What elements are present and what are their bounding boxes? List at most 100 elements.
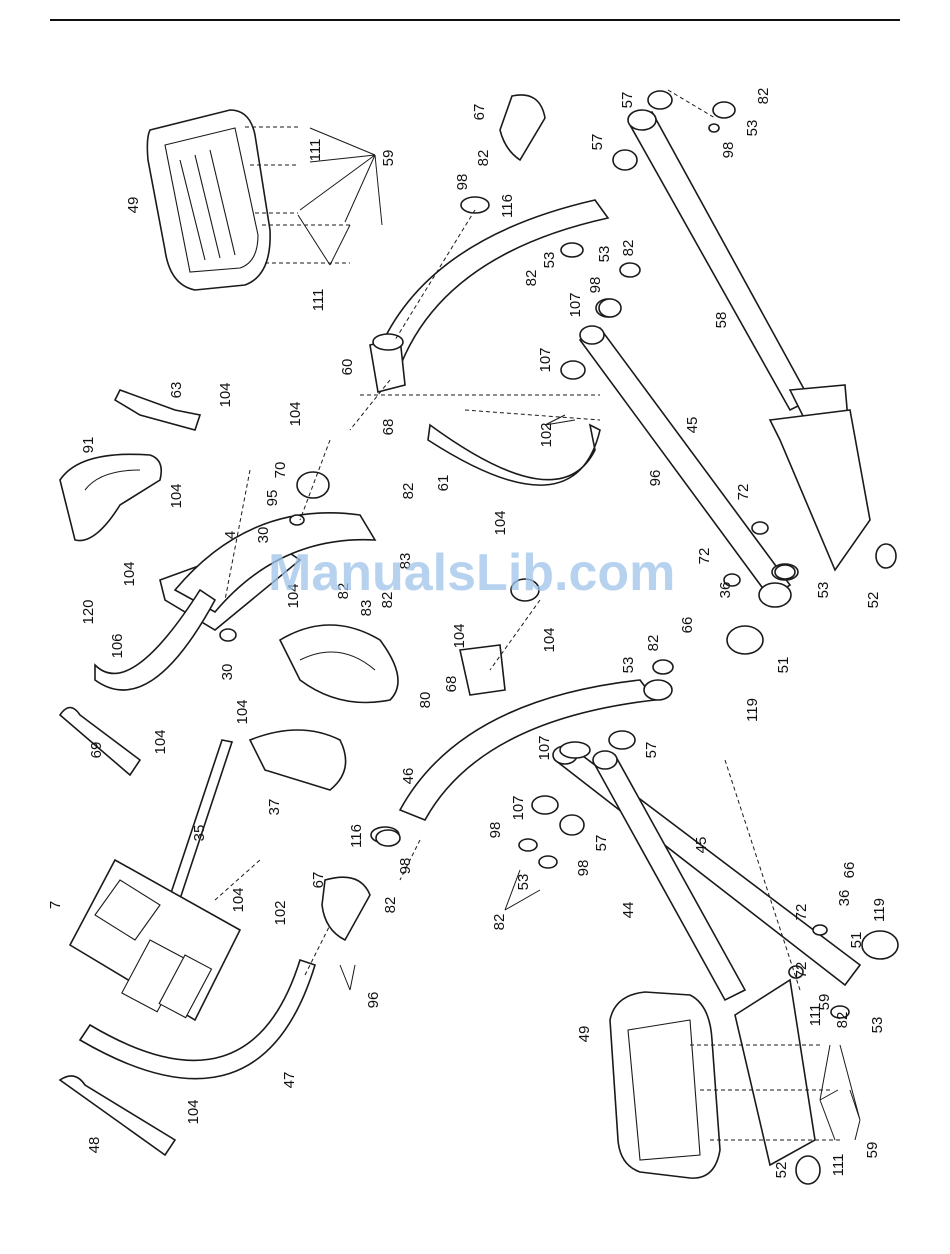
part-callout: 37	[266, 799, 283, 816]
part-callout: 98	[454, 174, 471, 191]
part-callout: 30	[255, 527, 272, 544]
part-callout: 63	[168, 382, 185, 399]
part-callout: 44	[620, 902, 637, 919]
part-callout: 80	[417, 692, 434, 709]
part-callout: 120	[80, 599, 97, 624]
part-callout: 66	[679, 617, 696, 634]
part-callout: 116	[499, 194, 516, 218]
part-callout: 57	[589, 134, 606, 151]
pedal-49-top	[146, 109, 350, 291]
part-callout: 47	[281, 1072, 298, 1089]
part-callout: 107	[510, 795, 527, 820]
part-callout: 107	[567, 292, 584, 317]
part-callout: 104	[285, 583, 302, 608]
part-callout: 98	[720, 142, 737, 159]
part-callout: 30	[219, 664, 236, 681]
part-callout: 82	[400, 483, 417, 500]
part-callout: 57	[643, 742, 660, 759]
part-callout: 70	[272, 462, 289, 479]
part-callout: 104	[185, 1099, 202, 1124]
part-callout: 104	[287, 401, 304, 426]
part-callout: 36	[717, 582, 734, 599]
part-callout: 119	[744, 698, 761, 722]
part-callout: 53	[815, 582, 832, 599]
part-callout: 116	[348, 824, 365, 848]
part-callout: 59	[864, 1142, 881, 1159]
part-callout: 82	[620, 240, 637, 257]
part-callout: 82	[382, 897, 399, 914]
part-callout: 53	[541, 252, 558, 269]
part-callout: 111	[307, 139, 324, 162]
part-callout: 104	[451, 623, 468, 648]
part-callout: 91	[80, 437, 97, 454]
part-callout: 107	[536, 735, 553, 760]
part-callout: 72	[735, 484, 752, 501]
part-callout: 4	[222, 531, 239, 539]
part-callout: 72	[793, 904, 810, 921]
part-callout: 53	[596, 246, 613, 263]
part-callout: 82	[645, 635, 662, 652]
part-callout: 59	[816, 994, 833, 1011]
frame-58	[627, 89, 871, 572]
mast-35	[166, 739, 234, 906]
part-callout: 104	[168, 483, 185, 508]
part-callout: 48	[86, 1137, 103, 1154]
pedal-49-bottom	[609, 978, 840, 1179]
part-callout: 53	[515, 874, 532, 891]
part-callout: 83	[358, 600, 375, 617]
part-callout: 102	[538, 422, 555, 447]
part-callout: 98	[587, 277, 604, 294]
part-callout: 68	[443, 676, 460, 693]
part-callout: 104	[230, 887, 247, 912]
part-callout: 36	[836, 890, 853, 907]
part-callout: 53	[620, 657, 637, 674]
link-45-44-lower	[531, 730, 899, 1002]
part-callout: 69	[88, 742, 105, 759]
part-callout: 59	[380, 150, 397, 167]
part-callout: 52	[865, 592, 882, 609]
part-callout: 96	[647, 470, 664, 487]
part-callout: 49	[125, 197, 142, 214]
part-callout: 107	[537, 347, 554, 372]
part-callout: 82	[834, 1012, 851, 1029]
handle-69	[58, 706, 142, 777]
part-callout: 67	[471, 104, 488, 121]
assembly-lines	[214, 379, 801, 991]
part-callout: 104	[541, 627, 558, 652]
part-callout: 104	[217, 382, 234, 407]
hardware-parts	[219, 90, 897, 1185]
part-callout: 67	[310, 872, 327, 889]
part-callout: 104	[121, 561, 138, 586]
part-callout: 53	[869, 1017, 886, 1034]
part-callout: 57	[593, 835, 610, 852]
part-callout: 82	[491, 914, 508, 931]
part-callout: 98	[487, 822, 504, 839]
shroud-group	[59, 389, 377, 691]
part-callout: 111	[830, 1154, 847, 1177]
part-callout: 51	[848, 932, 865, 949]
upright-47	[58, 958, 316, 1157]
part-callout: 106	[109, 633, 126, 658]
part-callout: 104	[492, 510, 509, 535]
part-callout: 52	[773, 1162, 790, 1179]
callout-leaders	[297, 127, 861, 1141]
part-callout: 45	[693, 837, 710, 854]
part-callout: 82	[335, 583, 352, 600]
part-callout: 111	[310, 289, 327, 312]
part-callout: 111	[807, 1004, 824, 1027]
part-callout: 58	[713, 312, 730, 329]
part-callout: 98	[397, 858, 414, 875]
part-callout: 102	[272, 900, 289, 925]
part-callout: 104	[152, 729, 169, 754]
part-callout: 95	[264, 490, 281, 507]
part-callout: 46	[400, 768, 417, 785]
part-callout: 66	[841, 862, 858, 879]
part-callout: 35	[191, 825, 208, 842]
part-callout: 45	[684, 417, 701, 434]
part-callout: 72	[793, 962, 810, 979]
part-callout: 82	[523, 270, 540, 287]
part-callout: 49	[576, 1026, 593, 1043]
part-callout: 82	[379, 592, 396, 609]
